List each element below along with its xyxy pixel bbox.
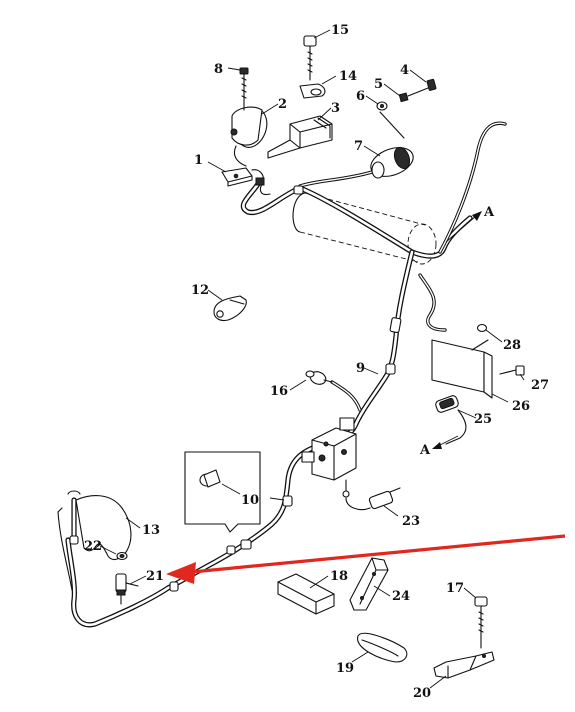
callout-15: 15 (331, 23, 349, 38)
callout-1: 1 (194, 153, 203, 168)
bracket-part-13 (57, 490, 132, 591)
callout-16: 16 (270, 384, 288, 399)
callout-27: 27 (531, 378, 549, 393)
sender-part-23 (345, 487, 401, 511)
lamp-part-2 (230, 106, 268, 167)
callout-14: 14 (339, 69, 357, 84)
main-harness (65, 121, 507, 628)
callout-7: 7 (354, 139, 363, 154)
bracket-part-18 (277, 573, 335, 615)
callout-9: 9 (356, 361, 365, 376)
callout-21: 21 (146, 569, 164, 584)
callout-26: 26 (512, 399, 530, 414)
callout-23: 23 (402, 514, 420, 529)
arrow-label-a-lower: A (419, 443, 431, 458)
clip-part-12 (213, 295, 247, 322)
callout-22: 22 (84, 539, 102, 554)
callout-5: 5 (374, 77, 383, 92)
tab-part-14 (299, 83, 326, 99)
highlight-arrow (166, 534, 566, 584)
arrow-label-a-upper: A (483, 205, 495, 220)
callout-13: 13 (142, 523, 160, 538)
horn-part-7 (370, 111, 414, 179)
bolt-part-8 (239, 67, 249, 111)
callout-28: 28 (503, 338, 521, 353)
callout-20: 20 (413, 686, 431, 701)
callout-8: 8 (214, 62, 223, 77)
callout-6: 6 (356, 89, 365, 104)
bolt-part-17 (474, 596, 488, 649)
callout-24: 24 (392, 589, 410, 604)
washer-part-6 (376, 101, 388, 111)
plug-part-16 (305, 370, 333, 385)
bracket-part-1 (221, 167, 271, 196)
washer-part-22 (116, 551, 128, 561)
callout-10-inset: 10 (241, 493, 259, 508)
switch-part-25 (435, 395, 467, 445)
callout-19: 19 (336, 661, 354, 676)
callout-labels: 1 2 3 4 5 6 7 8 9 10 10 12 13 14 15 16 1… (84, 23, 549, 701)
nut-part-5 (398, 92, 409, 103)
callout-2: 2 (278, 97, 287, 112)
arrow-a-lower (432, 435, 459, 449)
bracket-part-3 (267, 115, 333, 159)
pad-part-19 (357, 632, 408, 663)
washer-part-28 (476, 323, 488, 333)
callout-4: 4 (400, 63, 409, 78)
callout-25: 25 (474, 412, 492, 427)
bolt-part-27 (499, 365, 525, 376)
callout-17: 17 (446, 581, 464, 596)
callout-18: 18 (330, 569, 348, 584)
callout-12: 12 (191, 283, 209, 298)
bolt-part-4 (407, 78, 437, 97)
sensor-part-21 (115, 573, 139, 605)
detail-inset-10 (184, 451, 261, 533)
arrow-a-upper (445, 211, 482, 243)
bracket-part-20 (433, 651, 495, 679)
bracket-part-24 (349, 557, 389, 611)
plate-part-26 (431, 339, 493, 399)
valve-block (301, 417, 357, 498)
callout-3: 3 (331, 101, 340, 116)
bolt-part-15 (303, 35, 317, 81)
callout-leaders (99, 29, 525, 689)
